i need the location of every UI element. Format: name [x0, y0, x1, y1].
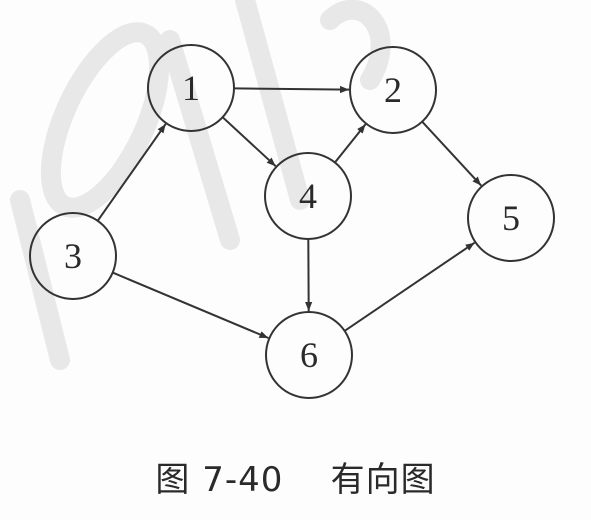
- node-circle: [147, 44, 235, 132]
- node-label: 6: [300, 335, 318, 375]
- node-label: 1: [182, 68, 200, 108]
- caption-title: 有向图: [330, 460, 436, 500]
- node-5: 5: [467, 174, 555, 262]
- node-circle: [29, 212, 117, 300]
- edge-6-to-5: [344, 241, 476, 332]
- node-label: 2: [384, 70, 402, 110]
- figure-caption: 图 7-40 有向图: [0, 452, 591, 501]
- node-circle: [467, 174, 555, 262]
- node-circle: [265, 311, 353, 399]
- node-1: 1: [147, 44, 235, 132]
- edge-4-to-2: [334, 123, 367, 164]
- node-label: 3: [64, 236, 82, 276]
- node-circle: [264, 152, 352, 240]
- node-4: 4: [264, 152, 352, 240]
- edge-3-to-6: [112, 271, 269, 339]
- edge-layer: [96, 85, 482, 339]
- edge-1-to-4: [221, 116, 277, 167]
- node-circle: [349, 46, 437, 134]
- node-2: 2: [349, 46, 437, 134]
- edge-3-to-1: [96, 123, 167, 222]
- edge-2-to-5: [421, 120, 482, 187]
- node-label: 5: [502, 198, 520, 238]
- edge-1-to-2: [233, 85, 350, 94]
- node-layer: 1 2 3 4 5 6: [29, 44, 555, 399]
- caption-number: 图 7-40: [155, 460, 284, 500]
- watermark: [10, 0, 391, 370]
- node-3: 3: [29, 212, 117, 300]
- node-label: 4: [299, 176, 317, 216]
- node-6: 6: [265, 311, 353, 399]
- caption-gap: [283, 460, 330, 500]
